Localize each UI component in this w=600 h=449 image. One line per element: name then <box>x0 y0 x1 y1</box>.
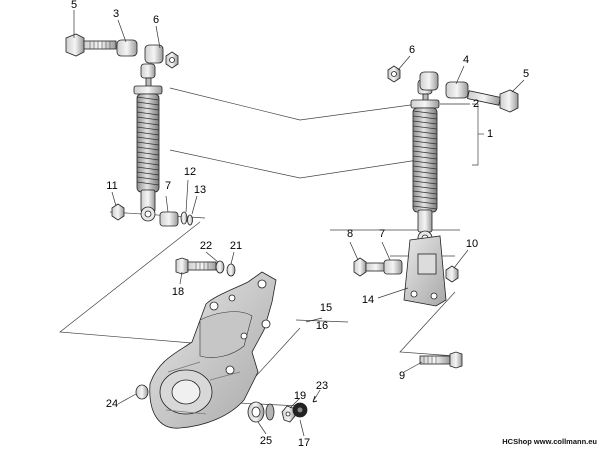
spring-coil <box>136 111 160 116</box>
spring-coil <box>412 165 438 170</box>
callout-16: 16 <box>316 320 328 332</box>
callout-25: 25 <box>260 435 272 447</box>
callout-11: 11 <box>106 180 117 192</box>
bolt-18-washers <box>175 257 236 277</box>
spring-coil <box>412 125 438 130</box>
callout-8: 8 <box>347 228 353 240</box>
lower-right-bracket-hardware <box>353 235 459 307</box>
lower-left-shock-hardware <box>111 203 193 227</box>
callout-19: 19 <box>294 390 306 402</box>
spring-coil <box>412 145 438 150</box>
callout-6-left: 6 <box>153 14 159 26</box>
spring-coil <box>136 171 160 176</box>
spring-coil <box>136 176 160 181</box>
callout-2: 2 <box>473 98 479 110</box>
spring-coil <box>136 161 160 166</box>
spring-coil <box>136 106 160 111</box>
spring-coil <box>136 141 160 146</box>
spring-coil <box>136 181 160 186</box>
spring-coil <box>412 195 438 200</box>
callout-7-right: 7 <box>379 228 385 240</box>
spring-coil <box>136 136 160 141</box>
callout-18: 18 <box>172 286 184 298</box>
leader-lines <box>73 10 525 437</box>
callout-12: 12 <box>184 166 196 178</box>
spring-coil <box>136 116 160 121</box>
spring-coil <box>412 160 438 165</box>
callout-17: 17 <box>298 437 310 449</box>
spring-coil <box>136 151 160 156</box>
callout-9: 9 <box>399 370 405 382</box>
callout-6-right: 6 <box>409 44 415 56</box>
callout-22: 22 <box>200 240 212 252</box>
spring-coil <box>412 110 438 115</box>
spring-coil <box>136 166 160 171</box>
spring-coil <box>412 180 438 185</box>
spring-coil <box>412 200 438 205</box>
spring-coil <box>412 205 438 210</box>
left-shock-absorber <box>133 63 163 222</box>
callout-21: 21 <box>230 240 242 252</box>
callout-5-top-right: 5 <box>523 68 529 80</box>
spring-coil <box>412 190 438 195</box>
callout-1: 1 <box>487 128 493 140</box>
top-right-mounting-hardware <box>387 65 519 113</box>
spring-coil <box>412 130 438 135</box>
callout-5-top-left: 5 <box>71 0 77 11</box>
callout-4: 4 <box>463 54 469 66</box>
bolt-9 <box>419 351 463 369</box>
spring-coil <box>412 135 438 140</box>
callout-10: 10 <box>466 238 478 250</box>
spring-coil <box>136 131 160 136</box>
top-left-mounting-hardware <box>65 33 179 69</box>
spring-coil <box>136 121 160 126</box>
spring-coil <box>412 175 438 180</box>
spring-coil <box>136 146 160 151</box>
callout-labels: 5 3 6 6 4 5 2 1 11 7 12 13 8 7 10 22 21 … <box>71 0 529 449</box>
callout-7-left: 7 <box>165 180 171 192</box>
spring-coil <box>412 185 438 190</box>
callout-15: 15 <box>320 302 332 314</box>
spring-coil <box>412 140 438 145</box>
spring-coil <box>136 126 160 131</box>
spring-coil <box>136 101 160 106</box>
spring-coil <box>412 150 438 155</box>
watermark-text: HCShop www.collmann.eu <box>502 437 597 446</box>
spring-coil <box>412 170 438 175</box>
swingarm-casting <box>149 271 277 429</box>
spring-coil <box>136 96 160 101</box>
spring-coil <box>412 120 438 125</box>
callout-3: 3 <box>113 8 119 20</box>
right-shock-absorber <box>410 79 440 246</box>
spring-coil <box>136 156 160 161</box>
axle-hardware <box>135 384 318 423</box>
callout-14: 14 <box>362 294 374 306</box>
spring-coil <box>412 155 438 160</box>
callout-23: 23 <box>316 380 328 392</box>
callout-24: 24 <box>106 398 118 410</box>
spring-coil <box>412 115 438 120</box>
callout-13: 13 <box>194 184 206 196</box>
